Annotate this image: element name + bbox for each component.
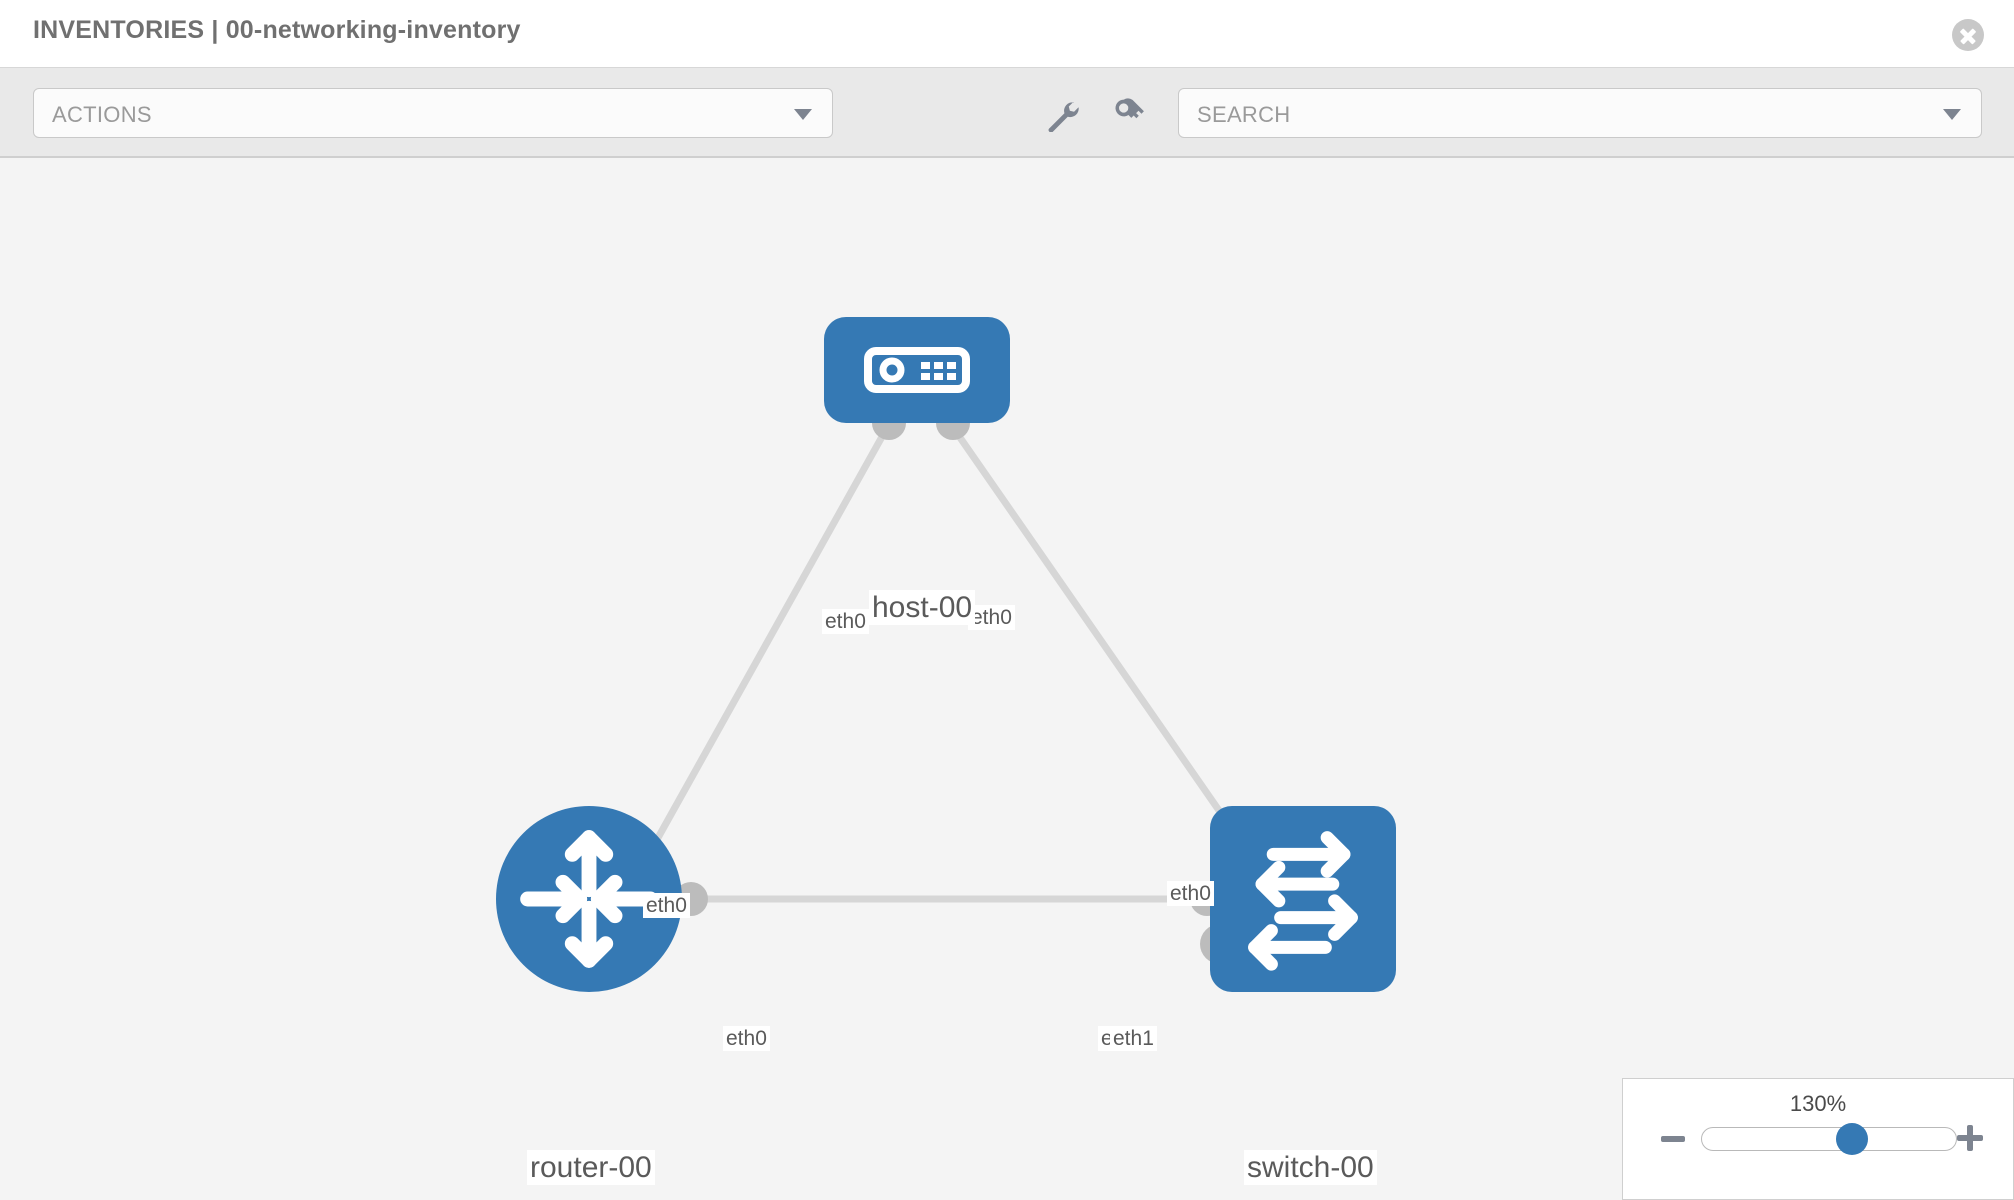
toolbar: ACTIONS SEARCH bbox=[0, 68, 2014, 158]
switch-arrows-icon bbox=[1248, 831, 1358, 971]
port-label-router-uplink: eth0 bbox=[643, 893, 690, 919]
chevron-down-icon[interactable] bbox=[1943, 109, 1961, 120]
zoom-slider-thumb[interactable] bbox=[1836, 1123, 1868, 1155]
port-label-host-right: eth0 bbox=[968, 605, 1015, 631]
node-label-switch-00: switch-00 bbox=[1244, 1150, 1377, 1185]
node-host-00[interactable] bbox=[824, 317, 1010, 423]
zoom-out-button[interactable] bbox=[1661, 1136, 1685, 1142]
zoom-slider[interactable] bbox=[1701, 1123, 1957, 1155]
server-device-icon bbox=[864, 347, 970, 393]
router-arrows-icon bbox=[520, 830, 658, 968]
actions-dropdown-label: ACTIONS bbox=[52, 102, 152, 127]
chevron-down-icon bbox=[794, 109, 812, 120]
close-icon[interactable] bbox=[1952, 19, 1984, 51]
window-titlebar: INVENTORIES | 00-networking-inventory bbox=[0, 0, 2014, 68]
port-label-switch-eth1: eth1 bbox=[1110, 1026, 1157, 1052]
zoom-control-panel: 130% bbox=[1622, 1078, 2014, 1200]
actions-dropdown[interactable]: ACTIONS bbox=[33, 88, 833, 138]
key-icon[interactable] bbox=[1110, 96, 1146, 132]
port-label-switch-uplink: eth0 bbox=[1167, 881, 1214, 907]
zoom-in-button[interactable] bbox=[1957, 1125, 1983, 1151]
node-switch-00[interactable] bbox=[1210, 806, 1396, 992]
wrench-icon[interactable] bbox=[1043, 96, 1079, 132]
port-label-router-eth0: eth0 bbox=[723, 1026, 770, 1052]
topology-links bbox=[636, 424, 1255, 903]
topology-canvas[interactable]: eth0 eth0 eth0 eth0 eth0 eth0 eth1 host-… bbox=[0, 158, 2014, 1200]
node-label-host-00: host-00 bbox=[869, 590, 976, 625]
search-placeholder: SEARCH bbox=[1197, 102, 1291, 127]
zoom-level-value: 130% bbox=[1789, 1091, 1847, 1116]
port-label-host-left: eth0 bbox=[822, 609, 869, 635]
node-label-router-00: router-00 bbox=[527, 1150, 655, 1185]
page-title: INVENTORIES | 00-networking-inventory bbox=[33, 16, 521, 44]
search-input[interactable]: SEARCH bbox=[1178, 88, 1982, 138]
